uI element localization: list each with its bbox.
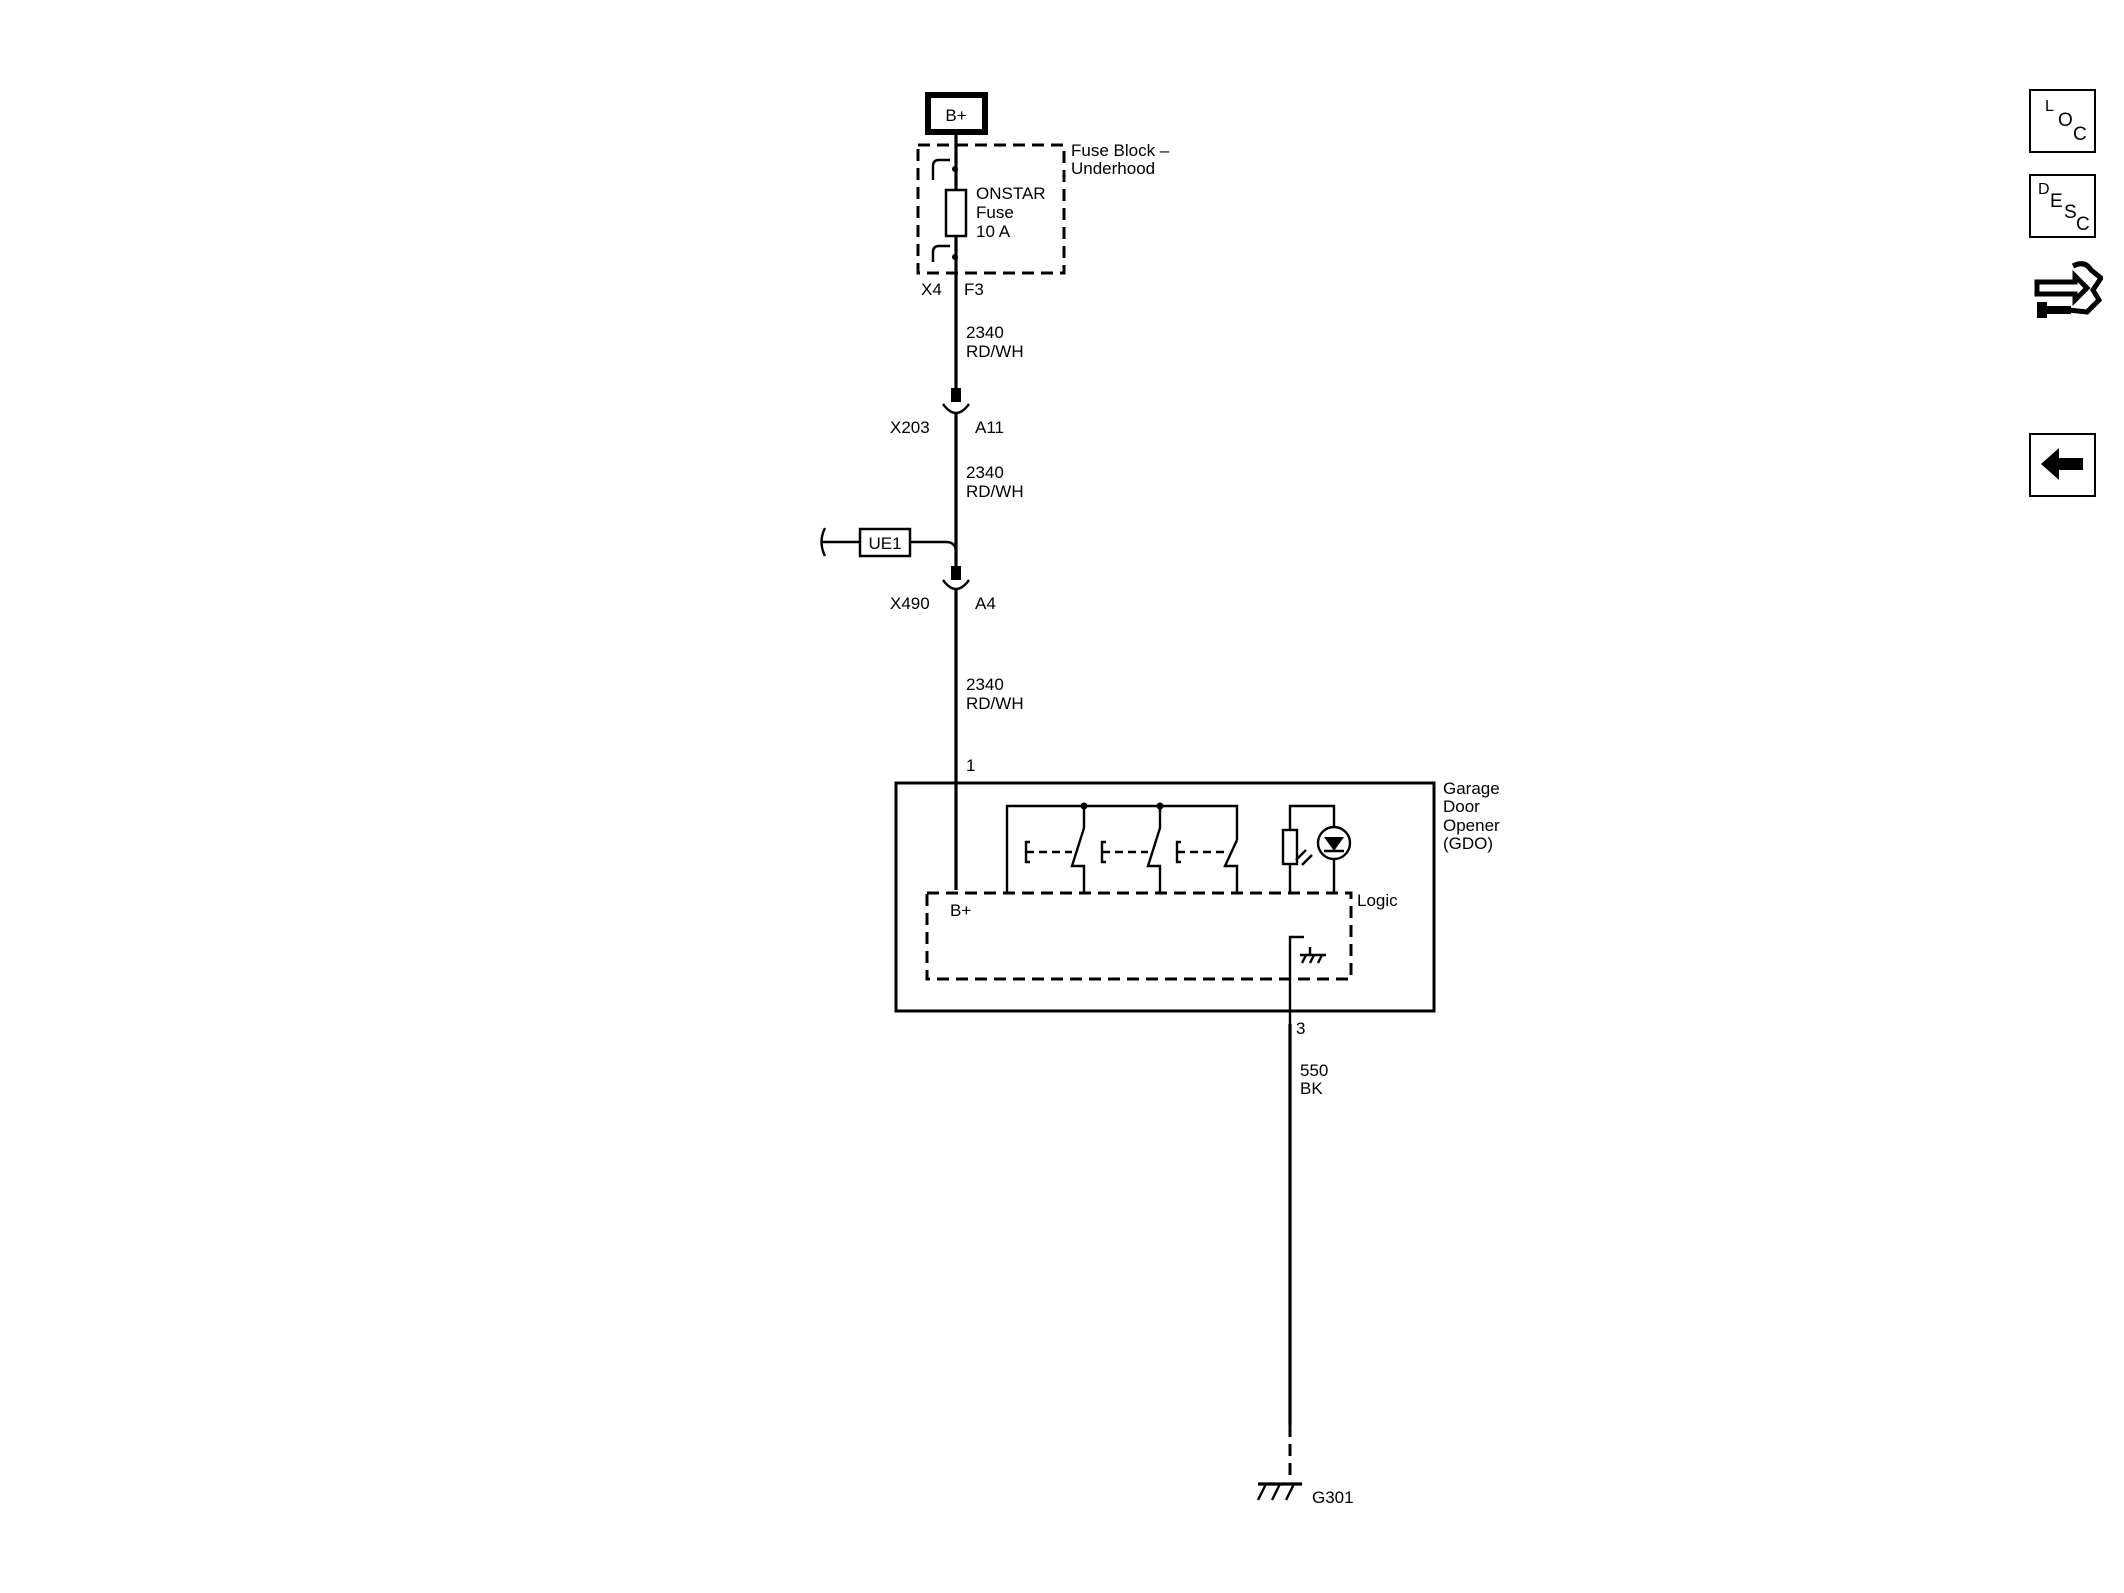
ground-g301: G301 (1256, 1482, 1354, 1507)
module-name-line2: Door (1443, 797, 1480, 816)
wire-1-circuit: 2340 (966, 323, 1004, 342)
desc-letter-c: C (2076, 214, 2090, 235)
wire-ground-color: BK (1300, 1079, 1323, 1098)
loc-letter-l: L (2045, 98, 2054, 115)
logic-label: Logic (1357, 891, 1398, 910)
connector-x203-name: X203 (890, 418, 930, 437)
wire-3-color: RD/WH (966, 694, 1024, 713)
fuse-block-name-line2: Underhood (1071, 159, 1155, 178)
fuse-block-name-line1: Fuse Block – (1071, 141, 1170, 160)
power-source-label: B+ (945, 106, 966, 125)
logic-power-label: B+ (950, 901, 971, 920)
module-name-line3: Opener (1443, 816, 1500, 835)
garage-door-opener-module: 1 Garage Door Opener (GDO) Logic B+ (894, 756, 1500, 1038)
connector-end-view-icon (2034, 261, 2105, 318)
connector-x203: X203 A11 (890, 403, 1004, 437)
description-button[interactable]: D E S C (2029, 174, 2096, 238)
fuse-name-line2: Fuse (976, 203, 1014, 222)
onstar-fuse-symbol (944, 188, 968, 238)
fuse-block-pin: F3 (964, 280, 984, 299)
wire-2-color: RD/WH (966, 482, 1024, 501)
module-pin-power: 1 (966, 756, 975, 775)
desc-letter-e: E (2050, 191, 2063, 212)
desc-letter-d: D (2038, 181, 2050, 198)
connector-x490: X490 A4 (890, 579, 996, 613)
desc-letter-s: S (2064, 202, 2077, 223)
fuse-block-connector: X4 (921, 280, 942, 299)
led-indicator (1281, 804, 1352, 894)
switch-bank (1005, 802, 1239, 894)
module-pin-ground: 3 (1296, 1019, 1305, 1038)
connector-x203-pin: A11 (975, 418, 1004, 437)
wire-2-circuit: 2340 (966, 463, 1004, 482)
fuse-rating: 10 A (976, 222, 1011, 241)
loc-letter-c: C (2073, 124, 2087, 145)
location-button[interactable]: L O C (2029, 89, 2096, 153)
connector-x490-name: X490 (890, 594, 930, 613)
wire-ground-circuit: 550 (1300, 1061, 1328, 1080)
back-arrow-icon (2041, 448, 2083, 480)
logic-ground-symbol (1288, 935, 1326, 1024)
logic-block (925, 891, 1353, 981)
module-name-line4: (GDO) (1443, 834, 1493, 853)
fuse-name-line1: ONSTAR (976, 184, 1046, 203)
option-ue1-branch: UE1 (820, 527, 958, 558)
connector-end-view-button[interactable] (2033, 256, 2105, 328)
battery-positive-source: B+ (925, 92, 988, 135)
connector-x490-pin: A4 (975, 594, 996, 613)
option-code-label: UE1 (868, 534, 901, 553)
module-name-line1: Garage (1443, 779, 1500, 798)
wire-1-color: RD/WH (966, 342, 1024, 361)
back-button[interactable] (2029, 433, 2096, 497)
wire-3-circuit: 2340 (966, 675, 1004, 694)
ground-label: G301 (1312, 1488, 1354, 1507)
loc-letter-o: O (2058, 110, 2073, 131)
